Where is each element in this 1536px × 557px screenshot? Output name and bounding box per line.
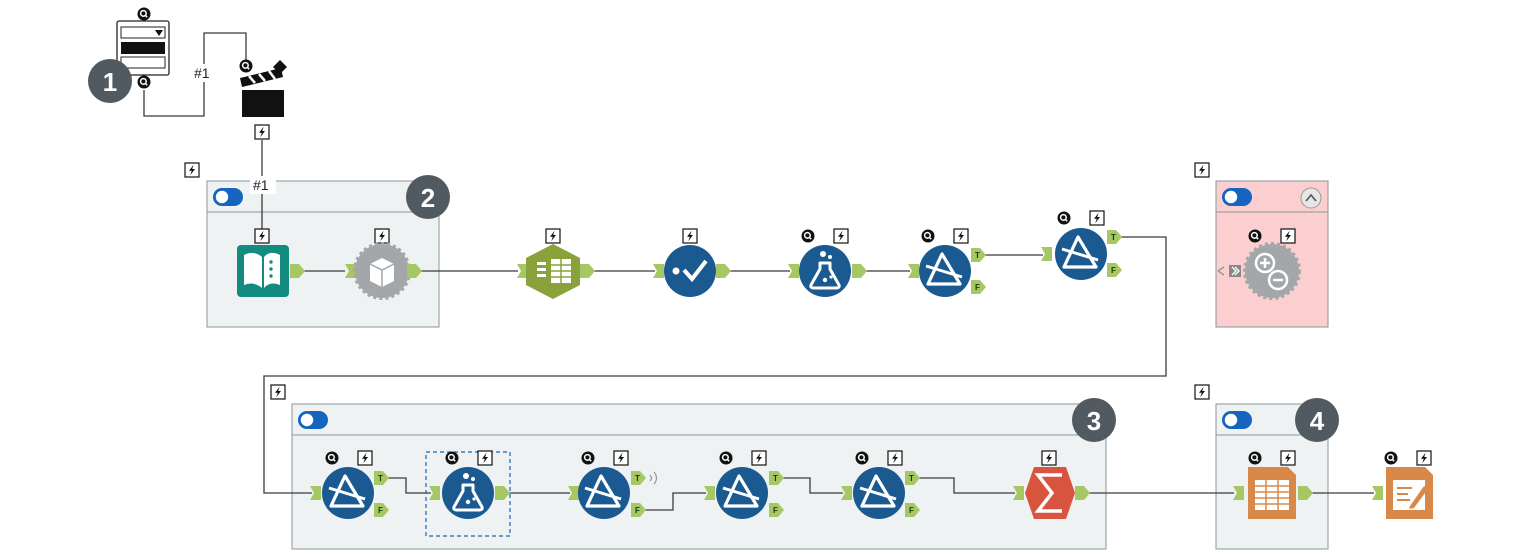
container-3[interactable] <box>291 403 1107 550</box>
svg-text:#1: #1 <box>253 177 269 193</box>
interface-dropdown-tool-icon[interactable] <box>116 6 170 90</box>
filter-tool-icon[interactable]: T F <box>908 228 986 299</box>
step-badge-1: 1 <box>88 59 132 103</box>
svg-text:F: F <box>635 506 640 515</box>
step-badge-3: 3 <box>1072 398 1116 442</box>
svg-text:T: T <box>975 251 980 260</box>
svg-text:F: F <box>1111 266 1116 275</box>
svg-text:T: T <box>1111 233 1116 242</box>
select-columns-tool-icon[interactable] <box>517 228 595 299</box>
text-input-tool-icon[interactable] <box>237 228 305 297</box>
container-2-bolt-icon <box>184 162 200 178</box>
svg-text:3: 3 <box>1087 406 1101 436</box>
macro-box-tool-icon[interactable] <box>345 228 422 300</box>
step-badge-2: 2 <box>406 175 450 219</box>
container-3-bolt-icon <box>270 384 286 400</box>
svg-text:T: T <box>635 474 640 483</box>
filter-tool-icon[interactable]: T F <box>841 450 920 521</box>
container-4-toggle[interactable] <box>1222 411 1252 429</box>
container-3-toggle[interactable] <box>298 411 328 429</box>
svg-text:T: T <box>773 474 778 483</box>
svg-text:T: T <box>378 474 383 483</box>
wire-label-container-link: #1 <box>250 176 276 194</box>
svg-text:F: F <box>975 283 980 292</box>
svg-text:2: 2 <box>421 183 435 213</box>
check-sample-tool-icon[interactable] <box>653 228 731 297</box>
filter-tool-icon[interactable]: T F <box>704 450 784 521</box>
svg-text:#1: #1 <box>194 65 210 81</box>
filter-tool-icon[interactable]: T F <box>568 450 658 521</box>
container-2-toggle[interactable] <box>213 188 243 206</box>
filter-tool-icon[interactable]: T F <box>1041 210 1122 282</box>
container-disabled-bolt-icon <box>1194 162 1210 178</box>
svg-text:F: F <box>378 506 383 515</box>
plus-minus-gear-tool-icon[interactable] <box>1217 228 1301 300</box>
svg-text:T: T <box>909 474 914 483</box>
collapse-chevron-icon[interactable] <box>1300 187 1322 209</box>
summarize-sigma-tool-icon[interactable] <box>1013 450 1090 519</box>
formula-flask-tool-icon[interactable] <box>425 450 511 537</box>
disabled-container-toggle[interactable] <box>1222 188 1252 206</box>
svg-text:4: 4 <box>1310 406 1325 436</box>
svg-text:F: F <box>909 506 914 515</box>
selection-box <box>425 451 511 537</box>
wire-label-interface-link: #1 <box>190 64 216 82</box>
clapperboard-action-tool-icon[interactable] <box>238 58 288 140</box>
svg-text:1: 1 <box>103 67 117 97</box>
filter-tool-icon[interactable]: T F <box>310 450 389 521</box>
svg-text:F: F <box>773 506 778 515</box>
formula-flask-tool-icon[interactable] <box>788 228 867 299</box>
output-report-tool-icon[interactable] <box>1372 450 1433 519</box>
step-badge-4: 4 <box>1295 398 1339 442</box>
container-4-bolt-icon <box>1194 384 1210 400</box>
browse-table-tool-icon[interactable] <box>1233 450 1313 519</box>
